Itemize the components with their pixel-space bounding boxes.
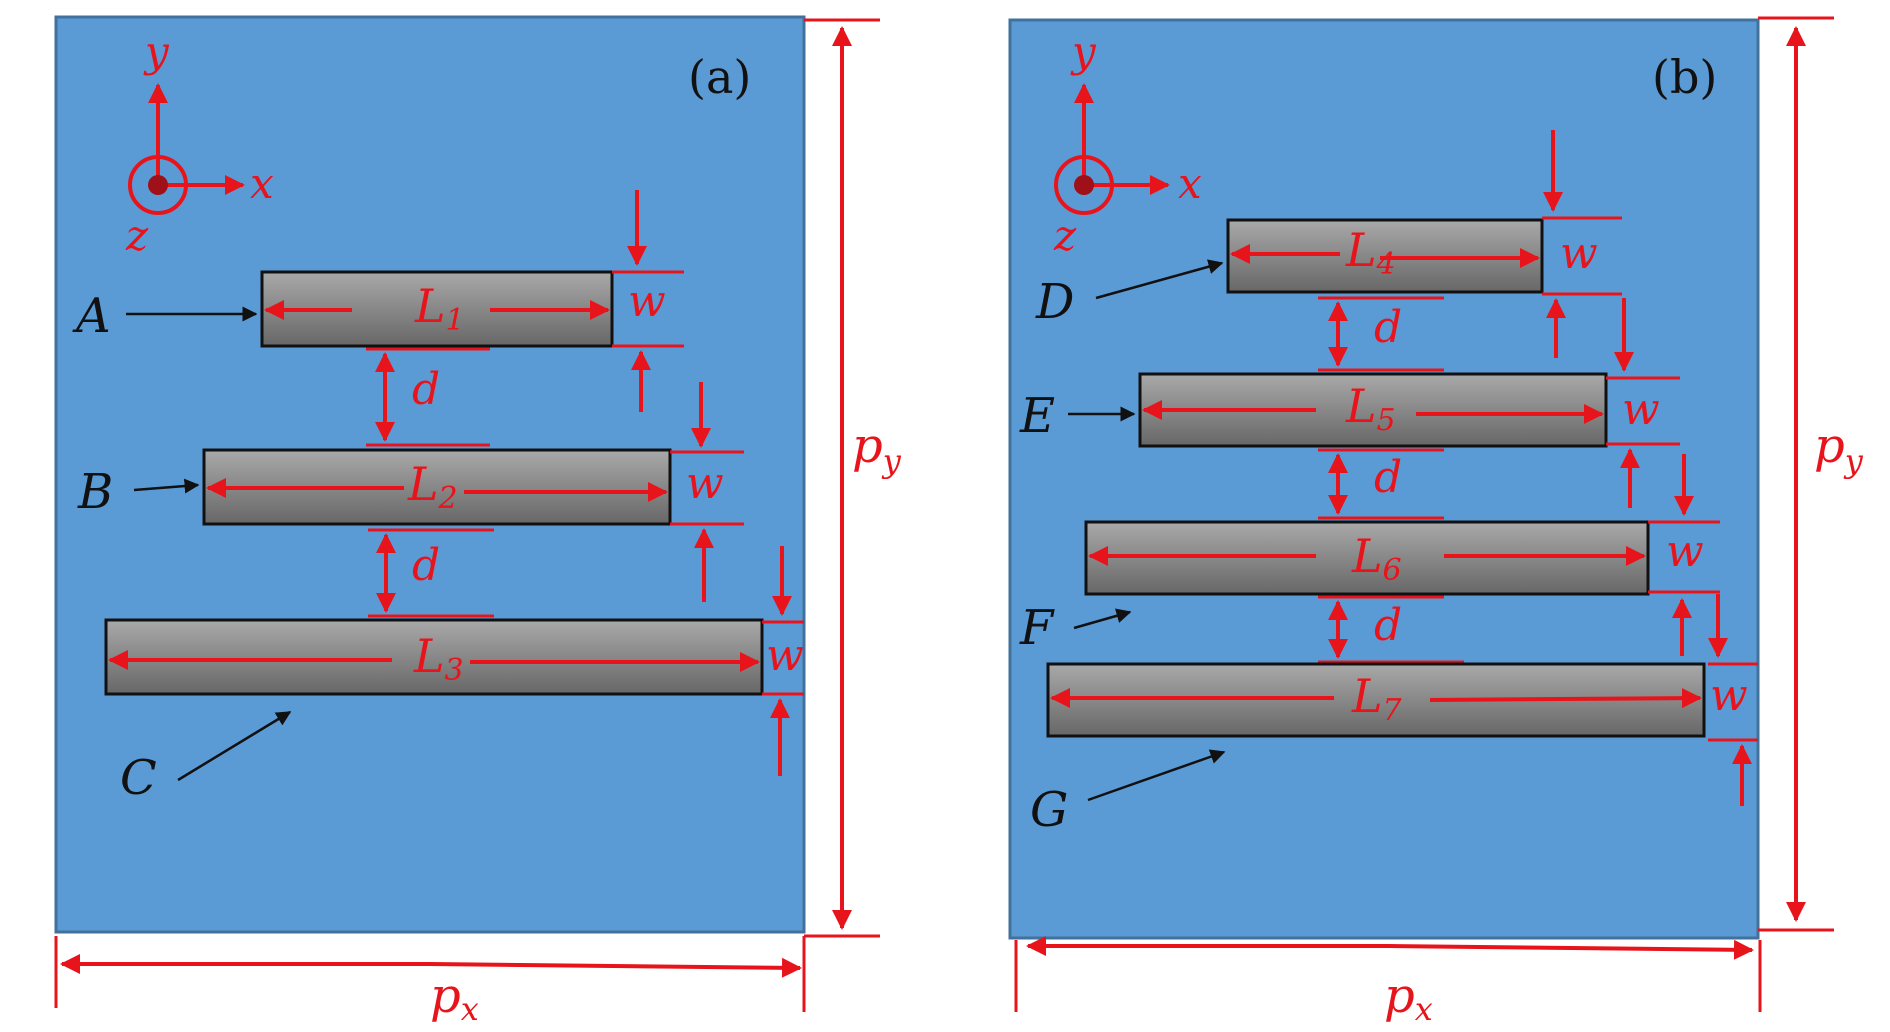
bar-b-length-sub: 2 xyxy=(438,481,458,516)
bar-b-length-label: L xyxy=(407,457,439,511)
gap-a-2-label: d xyxy=(412,540,440,591)
svg-text:L1: L1 xyxy=(414,279,465,338)
period-dims-b: py px xyxy=(1014,16,1864,1028)
bar-g-width-label: w xyxy=(1710,670,1748,721)
svg-text:L7: L7 xyxy=(1351,669,1403,728)
period-y-sub-a: y xyxy=(881,442,902,480)
gap-b-2-label: d xyxy=(1374,452,1402,503)
coordinate-axes-a: y x z xyxy=(125,27,274,260)
bar-e-id: E xyxy=(1019,388,1055,444)
substrate-b xyxy=(1008,18,1760,940)
svg-text:L6: L6 xyxy=(1351,529,1402,588)
svg-text:L4: L4 xyxy=(1345,223,1396,282)
bar-g-length-sub: 7 xyxy=(1383,693,1403,728)
period-x-sub-a: x xyxy=(461,990,479,1028)
period-x-label-a: p xyxy=(430,968,461,1024)
svg-text:py: py xyxy=(852,418,902,480)
bar-c-width-label: w xyxy=(766,630,804,681)
svg-text:L5: L5 xyxy=(1345,379,1396,438)
panel-b: (b) y x z L4 D w xyxy=(1008,16,1864,1028)
bar-d-id: D xyxy=(1035,274,1074,330)
svg-text:px: px xyxy=(1384,968,1433,1028)
gap-b-3: d xyxy=(1318,595,1464,664)
bar-f-length-label: L xyxy=(1351,529,1383,583)
bar-f: L6 F w xyxy=(1019,454,1720,656)
bar-g: L7 G w xyxy=(1030,594,1758,838)
panel-tag-b: (b) xyxy=(1652,50,1717,104)
bar-a-width-label: w xyxy=(628,276,666,327)
bar-a-length-label: L xyxy=(414,279,446,333)
bar-e-length-sub: 5 xyxy=(1377,403,1396,438)
coordinate-axes-b: y x z xyxy=(1053,27,1202,260)
bar-d-length-sub: 4 xyxy=(1376,247,1396,282)
svg-text:py: py xyxy=(1814,418,1864,480)
bar-c-length-label: L xyxy=(413,629,445,683)
bar-f-width-label: w xyxy=(1666,526,1704,577)
period-y-label-a: p xyxy=(852,418,883,474)
axis-z-label-b: z xyxy=(1053,211,1077,260)
gap-a-1-label: d xyxy=(412,364,440,415)
bar-a-id: A xyxy=(72,288,111,344)
period-dims-a: py px xyxy=(54,18,902,1028)
bar-b-id: B xyxy=(77,464,113,520)
bar-f-id: F xyxy=(1019,600,1055,656)
bar-f-length-sub: 6 xyxy=(1383,553,1402,588)
svg-text:L2: L2 xyxy=(407,457,458,516)
bar-d-length-label: L xyxy=(1345,223,1377,277)
axis-x-label-a: x xyxy=(250,159,274,208)
panel-a: (a) y x z L1 A w xyxy=(54,15,902,1028)
gap-b-2: d xyxy=(1318,448,1444,520)
bar-a-length-sub: 1 xyxy=(446,303,465,338)
bar-e-width-label: w xyxy=(1622,384,1660,435)
period-x-sub-b: x xyxy=(1415,990,1433,1028)
gap-b-1: d xyxy=(1318,296,1444,372)
bar-a: L1 A w xyxy=(72,190,684,412)
gap-a-2: d xyxy=(368,528,494,618)
bar-e: L5 E w xyxy=(1019,298,1680,508)
gap-a-1: d xyxy=(366,347,490,447)
panel-tag-a: (a) xyxy=(688,50,751,104)
axis-y-label-b: y xyxy=(1070,27,1097,76)
gap-b-3-label: d xyxy=(1374,600,1402,651)
axis-x-label-b: x xyxy=(1178,159,1202,208)
bar-g-length-label: L xyxy=(1351,669,1383,723)
svg-text:L3: L3 xyxy=(413,629,464,688)
bar-e-length-label: L xyxy=(1345,379,1377,433)
bar-c: L3 C w xyxy=(104,546,804,806)
bar-c-length-sub: 3 xyxy=(445,653,464,688)
axis-z-label-a: z xyxy=(125,211,149,260)
svg-text:px: px xyxy=(430,968,479,1028)
axis-y-label-a: y xyxy=(143,27,170,76)
bar-d-width-label: w xyxy=(1560,228,1598,279)
bar-b: L2 B w xyxy=(77,382,744,602)
period-x-label-b: p xyxy=(1384,968,1415,1024)
bar-b-width-label: w xyxy=(686,458,724,509)
bar-c-id: C xyxy=(120,750,157,806)
bar-d: L4 D w xyxy=(1035,130,1622,358)
period-y-sub-b: y xyxy=(1843,442,1864,480)
gap-b-1-label: d xyxy=(1374,302,1402,353)
period-y-label-b: p xyxy=(1814,418,1845,474)
bar-g-id: G xyxy=(1030,782,1068,838)
